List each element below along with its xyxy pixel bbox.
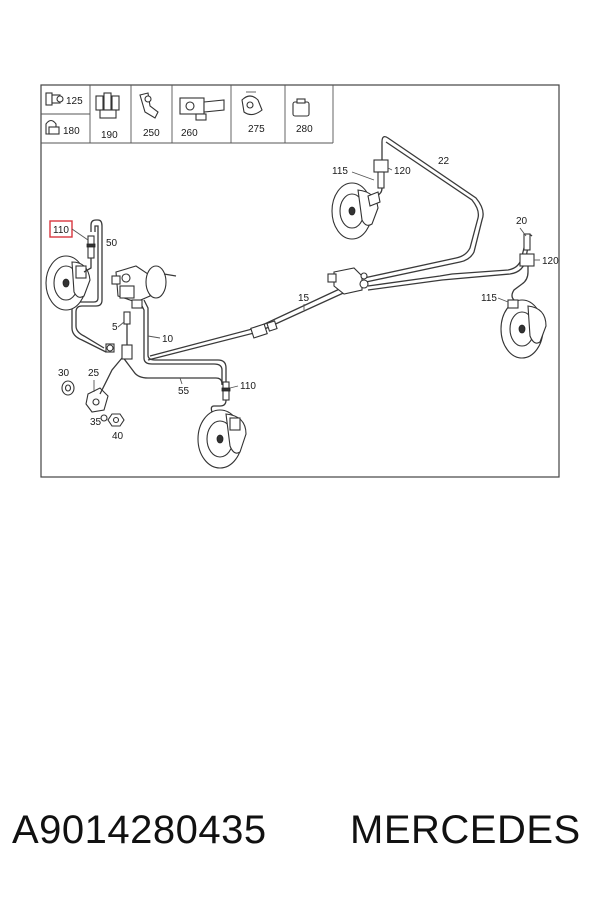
brake-line-diagram: 125 180 190 250 260 (40, 84, 560, 478)
callout-120-right: 120 (542, 256, 559, 267)
brand-name: MERCEDES (350, 808, 581, 852)
legend-label-125: 125 (66, 96, 83, 107)
legend-label-260: 260 (181, 128, 198, 139)
footer: A9014280435 MERCEDES (0, 800, 600, 870)
part-number: A9014280435 (12, 808, 267, 852)
callout-15: 15 (298, 293, 310, 304)
legend-label-180: 180 (63, 126, 80, 137)
front-right-brake-disc (197, 381, 247, 469)
clip-icon (45, 119, 60, 135)
grommet-icon (292, 98, 310, 117)
bracket-clip-icon (139, 92, 159, 119)
rear-top-brake-disc (331, 159, 389, 240)
callout-5: 5 (112, 322, 118, 333)
diagram-frame (40, 84, 560, 478)
callout-30: 30 (58, 368, 70, 379)
holder-icon (179, 97, 225, 121)
multi-clip-icon (95, 92, 120, 119)
callout-10: 10 (162, 334, 174, 345)
line-connector (250, 320, 278, 339)
rear-distributor (327, 267, 369, 295)
front-left-brake-disc (45, 255, 91, 311)
callout-20: 20 (516, 216, 528, 227)
legend-table: 125 180 190 250 260 (41, 85, 334, 144)
callout-115-top: 115 (332, 166, 348, 177)
callout-25: 25 (88, 368, 100, 379)
spring-clip-icon (241, 91, 263, 116)
legend-label-190: 190 (101, 130, 118, 141)
callout-55: 55 (178, 386, 190, 397)
callout-120-top: 120 (394, 166, 411, 177)
rear-right-brake-disc (500, 233, 547, 359)
fitting-icon (45, 92, 64, 106)
callout-40: 40 (112, 431, 124, 442)
front-left-hose-110 (83, 235, 96, 273)
sensor-bracket-parts (61, 357, 125, 427)
callout-35: 35 (90, 417, 102, 428)
callout-22: 22 (438, 156, 450, 167)
master-cylinder (111, 265, 177, 309)
callouts: 110 50 5 10 30 25 35 40 55 110 15 115 12… (49, 156, 559, 442)
t-piece (105, 311, 133, 360)
callout-50: 50 (106, 238, 118, 249)
callout-115-right: 115 (481, 293, 497, 304)
callout-110-top: 110 (53, 225, 69, 236)
legend-label-280: 280 (296, 124, 313, 135)
legend-label-250: 250 (143, 128, 160, 139)
callout-110-bottom: 110 (240, 381, 256, 392)
legend-label-275: 275 (248, 124, 265, 135)
